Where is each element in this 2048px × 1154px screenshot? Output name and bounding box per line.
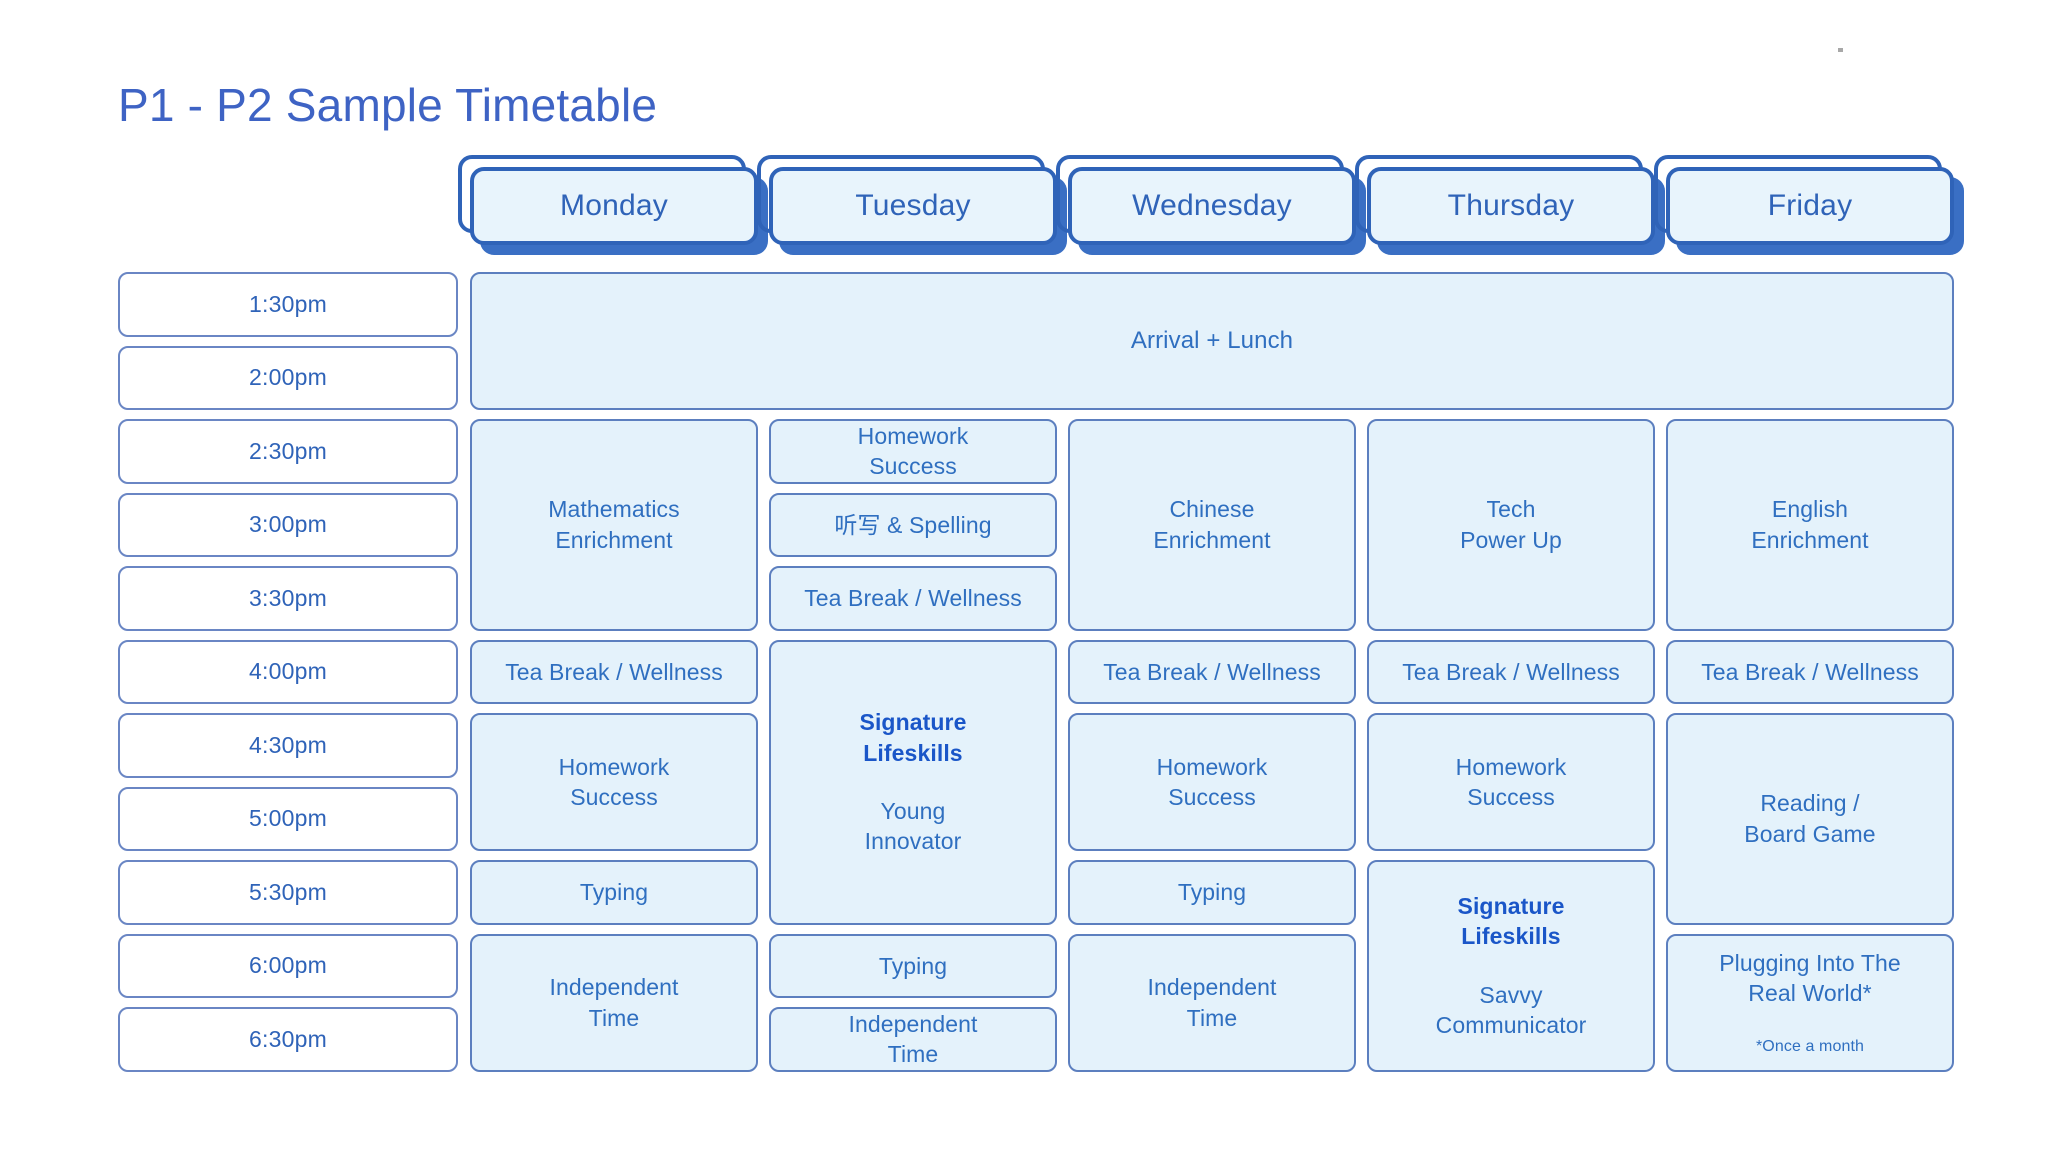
day-header-label: Wednesday: [1132, 189, 1292, 222]
activity-cell-monday-4[interactable]: Independent Time: [470, 933, 758, 1072]
day-header-label: Friday: [1767, 189, 1853, 222]
time-slot: 5:30pm: [118, 860, 458, 925]
lunch-cell[interactable]: Arrival + Lunch: [470, 272, 1954, 410]
activity-label: Homework Success: [857, 422, 969, 480]
activity-note: *Once a month: [1755, 1038, 1865, 1056]
time-slot-label: 2:30pm: [249, 437, 327, 464]
activity-cell-monday-1[interactable]: Tea Break / Wellness: [470, 639, 758, 704]
time-slot-label: 3:00pm: [249, 511, 327, 538]
activity-label: Mathematics Enrichment: [548, 496, 680, 553]
day-header-wednesday[interactable]: Wednesday: [1056, 155, 1366, 255]
activity-label: Typing: [1177, 879, 1247, 906]
activity-label: Tea Break / Wellness: [1103, 658, 1321, 685]
activity-cell-monday-2[interactable]: Homework Success: [470, 713, 758, 851]
day-header-tuesday[interactable]: Tuesday: [757, 155, 1067, 255]
time-slot: 1:30pm: [118, 272, 458, 337]
time-slot-label: 3:30pm: [249, 584, 327, 611]
time-slot-label: 5:00pm: [249, 805, 327, 832]
activity-label: Arrival + Lunch: [1130, 327, 1294, 355]
time-slot: 4:00pm: [118, 639, 458, 704]
time-slot: 6:00pm: [118, 933, 458, 998]
activity-label: Independent Time: [1147, 974, 1277, 1031]
day-header-box: Monday: [470, 167, 758, 245]
activity-label: Tech Power Up: [1460, 496, 1562, 553]
time-slot-label: 4:30pm: [249, 731, 327, 758]
activity-label: Chinese Enrichment: [1153, 496, 1271, 553]
activity-cell-wednesday-0[interactable]: Chinese Enrichment: [1068, 419, 1356, 631]
activity-sublabel: Savvy Communicator: [1435, 981, 1587, 1039]
activity-cell-tuesday-2[interactable]: Tea Break / Wellness: [769, 566, 1057, 631]
time-slot: 4:30pm: [118, 713, 458, 778]
activity-label: Homework Success: [1156, 753, 1268, 810]
day-header-box: Thursday: [1367, 167, 1655, 245]
activity-label: Independent Time: [848, 1010, 978, 1068]
day-header-box: Tuesday: [769, 167, 1057, 245]
time-slot: 6:30pm: [118, 1007, 458, 1072]
activity-label: Signature Lifeskills: [1457, 893, 1565, 950]
activity-cell-thursday-2[interactable]: Homework Success: [1367, 713, 1655, 851]
activity-label: Reading / Board Game: [1744, 790, 1876, 847]
activity-cell-tuesday-1[interactable]: 听写 & Spelling: [769, 492, 1057, 557]
activity-label: Homework Success: [1455, 753, 1567, 810]
time-slot-label: 5:30pm: [249, 878, 327, 905]
activity-cell-tuesday-5[interactable]: Independent Time: [769, 1007, 1057, 1072]
activity-label: Typing: [579, 879, 649, 906]
activity-cell-wednesday-2[interactable]: Homework Success: [1068, 713, 1356, 851]
activity-cell-friday-0[interactable]: English Enrichment: [1666, 419, 1954, 631]
time-slot: 3:30pm: [118, 566, 458, 631]
activity-label: Signature Lifeskills: [859, 709, 967, 766]
activity-label: Tea Break / Wellness: [1701, 658, 1919, 685]
page-title: P1 - P2 Sample Timetable: [118, 79, 658, 131]
time-slot-label: 6:00pm: [249, 952, 327, 979]
day-header-label: Monday: [560, 189, 668, 222]
day-header-friday[interactable]: Friday: [1654, 155, 1964, 255]
activity-cell-wednesday-4[interactable]: Independent Time: [1068, 933, 1356, 1072]
time-slot-label: 1:30pm: [249, 290, 327, 317]
activity-label: Homework Success: [558, 753, 670, 810]
activity-cell-thursday-0[interactable]: Tech Power Up: [1367, 419, 1655, 631]
activity-label: Typing: [878, 952, 948, 979]
day-header-monday[interactable]: Monday: [458, 155, 768, 255]
activity-cell-friday-2[interactable]: Reading / Board Game: [1666, 713, 1954, 925]
activity-label: English Enrichment: [1751, 496, 1869, 553]
time-slot-label: 4:00pm: [249, 658, 327, 685]
activity-label: Tea Break / Wellness: [804, 585, 1022, 612]
activity-label: Independent Time: [549, 974, 679, 1031]
activity-cell-wednesday-1[interactable]: Tea Break / Wellness: [1068, 639, 1356, 704]
activity-label: 听写 & Spelling: [834, 511, 992, 538]
day-header-label: Tuesday: [855, 189, 971, 222]
activity-cell-friday-3[interactable]: Plugging Into The Real World* *Once a mon…: [1666, 933, 1954, 1072]
activity-cell-monday-3[interactable]: Typing: [470, 860, 758, 925]
activity-label: Plugging Into The Real World*: [1719, 949, 1901, 1006]
activity-cell-friday-1[interactable]: Tea Break / Wellness: [1666, 639, 1954, 704]
day-header-label: Thursday: [1447, 189, 1575, 222]
activity-cell-tuesday-4[interactable]: Typing: [769, 933, 1057, 998]
time-slot: 5:00pm: [118, 786, 458, 851]
day-header-thursday[interactable]: Thursday: [1355, 155, 1665, 255]
time-slot-label: 2:00pm: [249, 364, 327, 391]
activity-cell-tuesday-0[interactable]: Homework Success: [769, 419, 1057, 484]
activity-label: Tea Break / Wellness: [1402, 658, 1620, 685]
activity-cell-wednesday-3[interactable]: Typing: [1068, 860, 1356, 925]
activity-sublabel: Young Innovator: [864, 798, 962, 855]
activity-cell-monday-0[interactable]: Mathematics Enrichment: [470, 419, 758, 631]
time-slot: 3:00pm: [118, 492, 458, 557]
artifact-dot: [1838, 48, 1843, 52]
day-header-box: Friday: [1666, 167, 1954, 245]
activity-label: Tea Break / Wellness: [505, 658, 723, 685]
time-slot: 2:00pm: [118, 345, 458, 410]
activity-cell-thursday-1[interactable]: Tea Break / Wellness: [1367, 639, 1655, 704]
time-slot-label: 6:30pm: [249, 1025, 327, 1052]
day-header-box: Wednesday: [1068, 167, 1356, 245]
time-slot: 2:30pm: [118, 419, 458, 484]
